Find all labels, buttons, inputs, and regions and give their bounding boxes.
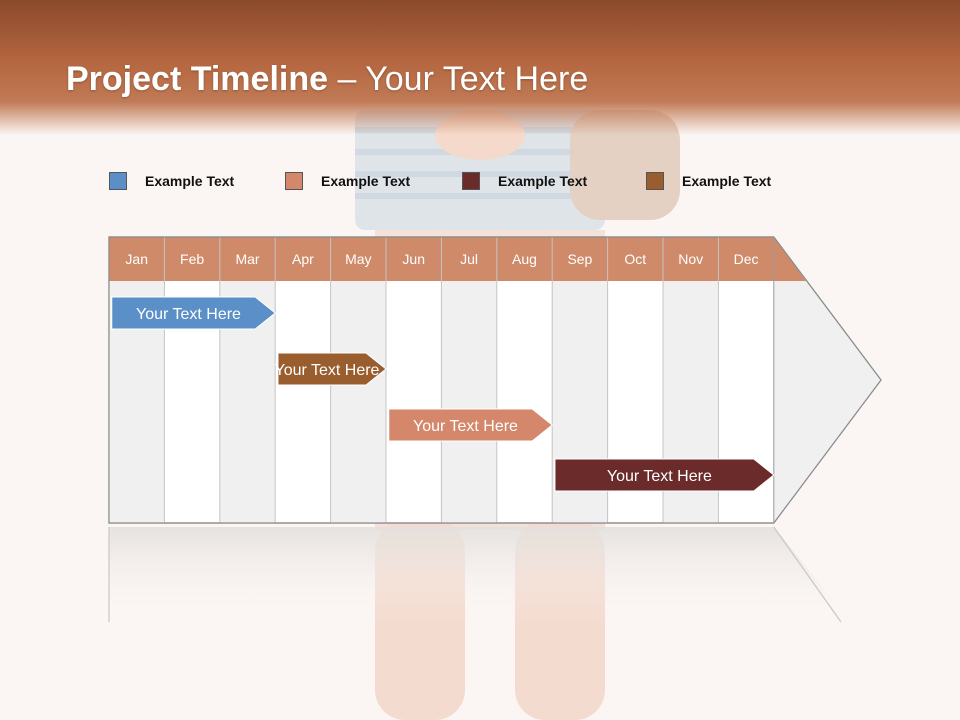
title-bold: Project Timeline xyxy=(66,60,329,98)
month-label: Apr xyxy=(292,251,314,267)
timeline-arrow-tip-fill xyxy=(773,281,881,523)
legend-label: Example Text xyxy=(682,173,772,189)
month-column-shade xyxy=(330,281,386,523)
month-label: Feb xyxy=(180,251,204,267)
legend-item: Example Text xyxy=(285,170,410,192)
month-label: Mar xyxy=(235,251,259,267)
legend-swatch-maroon xyxy=(462,172,480,190)
legend-swatch-brown xyxy=(646,172,664,190)
month-label: May xyxy=(345,251,371,267)
month-label: Oct xyxy=(624,251,646,267)
month-label: Dec xyxy=(734,251,759,267)
legend-item: Example Text xyxy=(462,170,587,192)
task-bar-label: Your Text Here xyxy=(275,362,380,379)
legend-item: Example Text xyxy=(109,170,234,192)
legend-label: Example Text xyxy=(498,173,588,189)
timeline-grid: Jan Feb Mar Apr May Jun Jul Aug Sep Oct Nov Dec xyxy=(108,236,882,524)
legend-item: Example Text xyxy=(646,170,771,192)
task-bar xyxy=(554,458,775,492)
legend-swatch-blue xyxy=(109,172,127,190)
month-label: Jun xyxy=(402,251,425,267)
legend-swatch-salmon xyxy=(285,172,303,190)
page-title: Project Timeline – Your Text Here xyxy=(66,60,588,99)
reflection-edge xyxy=(773,526,842,623)
month-label: Aug xyxy=(512,251,537,267)
legend-label: Example Text xyxy=(145,173,235,189)
legend-label: Example Text xyxy=(321,173,411,189)
month-label: Jul xyxy=(460,251,478,267)
task-bar-label: Your Text Here xyxy=(413,418,518,435)
task-bar-label: Your Text Here xyxy=(607,468,712,485)
reflection-shape xyxy=(109,527,851,622)
header-band xyxy=(0,0,960,135)
task-bar xyxy=(111,296,277,330)
timeline-arrow-outline xyxy=(108,236,882,524)
task-bar-label: Your Text Here xyxy=(136,306,241,323)
timeline-reflection xyxy=(108,526,851,623)
task-bar xyxy=(277,352,387,386)
month-label: Nov xyxy=(678,251,703,267)
task-bar xyxy=(388,408,554,442)
month-column-shade xyxy=(441,281,497,523)
month-label: Jan xyxy=(125,251,148,267)
title-rest: – Your Text Here xyxy=(328,60,589,98)
month-label: Sep xyxy=(567,251,592,267)
